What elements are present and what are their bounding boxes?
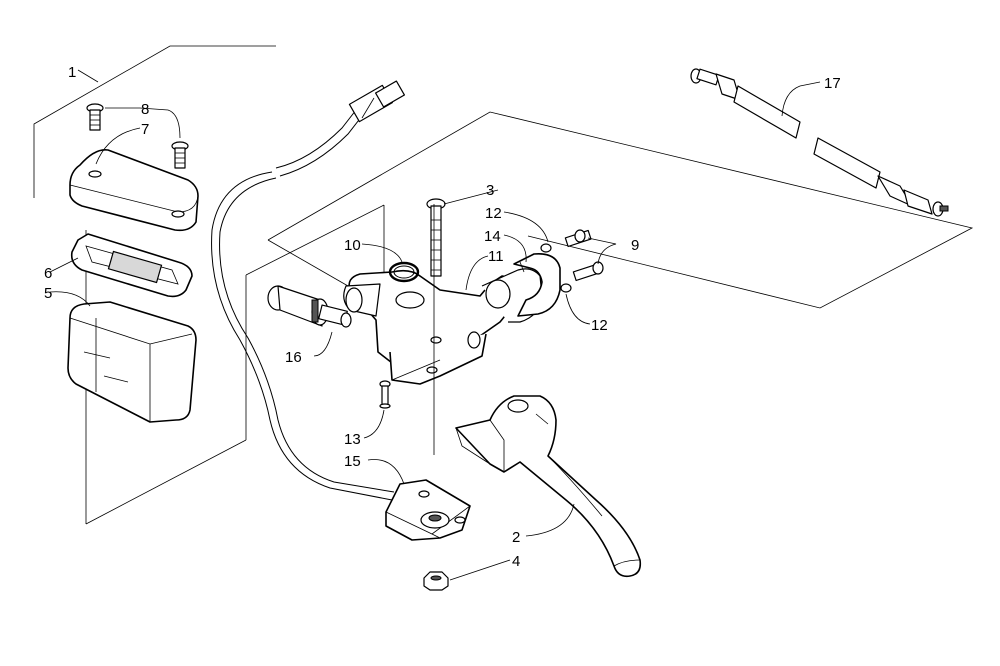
callout-12-upper: 12 [485,205,502,222]
callout-11: 11 [488,248,504,265]
callout-15: 15 [344,453,361,470]
callout-5: 5 [44,285,52,302]
switch-wire-harness [211,80,405,501]
callout-13: 13 [344,431,361,448]
screw-8-left [86,103,104,131]
master-cylinder-body-11 [343,268,543,385]
callout-16: 16 [285,349,302,366]
callout-10: 10 [344,237,361,254]
handlebar-clamp-14 [513,252,561,317]
brake-lever-2 [455,395,642,578]
callout-6: 6 [44,265,52,282]
brake-cable-17 [690,68,949,217]
clamp-screw-9-lower [572,261,604,282]
callout-9: 9 [631,237,639,254]
callout-labels: 1 8 7 6 5 3 12 14 10 11 9 12 16 13 15 2 … [44,64,841,570]
reservoir-5 [67,301,197,423]
brake-fitting-16 [267,285,352,328]
clamp-screw-9-upper [564,229,592,248]
callout-4: 4 [512,553,520,570]
callout-2: 2 [512,529,520,546]
o-ring-10 [388,261,420,283]
pivot-bolt-3 [426,198,446,277]
callout-12-lower: 12 [591,317,608,334]
washer-12-upper [540,243,552,253]
screw-8-right [171,141,189,169]
callout-8: 8 [141,101,149,118]
leader-lines [49,69,821,581]
callout-1: 1 [68,64,76,81]
brake-switch-15 [385,479,471,541]
lock-nut-4 [423,571,449,591]
callout-7: 7 [141,121,149,138]
washer-12-lower [560,283,572,293]
assembly-frame-2 [245,111,974,309]
callout-3: 3 [486,182,494,199]
callout-14: 14 [484,228,501,245]
reservoir-cover-7 [69,148,199,232]
screw-13 [379,380,391,409]
callout-17: 17 [824,75,841,92]
assembly-frame-1 [33,45,385,525]
diaphragm-6 [70,233,193,298]
